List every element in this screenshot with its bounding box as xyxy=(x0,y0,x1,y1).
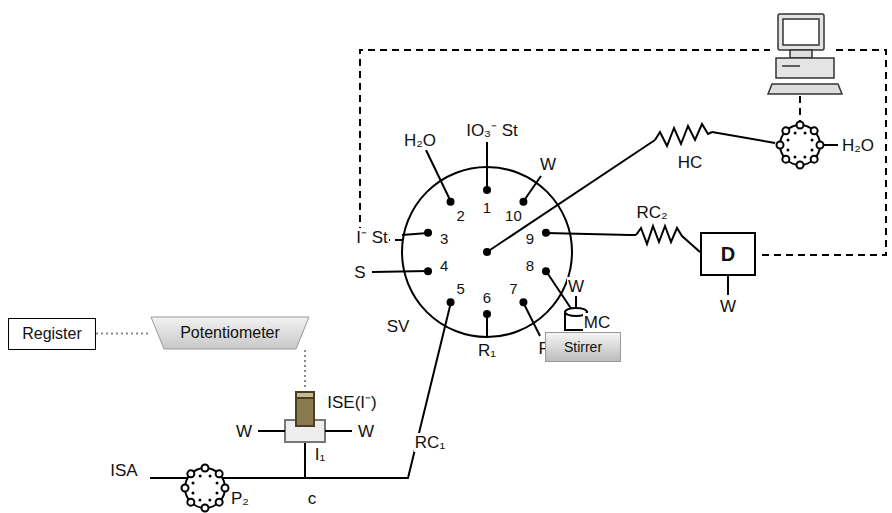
pump-roller xyxy=(187,499,194,506)
port-number: 6 xyxy=(482,288,492,307)
pump-dot xyxy=(198,498,201,501)
port-dot xyxy=(542,267,550,275)
pump-dot xyxy=(811,139,814,142)
stirrer-base: Stirrer xyxy=(545,332,621,362)
pump-symbol xyxy=(185,468,225,508)
pump-roller xyxy=(797,162,804,169)
potentiometer-box: Potentiometer xyxy=(150,316,310,350)
port-dot xyxy=(519,298,527,306)
node-text: Stirrer xyxy=(564,339,602,355)
part-label: MC xyxy=(583,313,611,332)
port-number: 4 xyxy=(439,256,449,275)
pump-dot xyxy=(199,474,202,477)
pump-roller xyxy=(777,142,784,149)
port-dot xyxy=(424,267,432,275)
part-label: S xyxy=(353,263,366,282)
part-label: W xyxy=(357,422,375,441)
part-label: HC xyxy=(677,153,704,172)
pump-dot xyxy=(208,499,211,502)
part-label: P₂ xyxy=(230,489,250,508)
pump-dot xyxy=(787,138,790,141)
pump-symbol xyxy=(780,125,820,165)
part-label: SV xyxy=(386,317,411,336)
pump-roller xyxy=(222,485,229,492)
pump-roller xyxy=(811,156,818,163)
port-dot xyxy=(483,310,491,318)
port-number: 7 xyxy=(508,279,518,298)
part-label: ISA xyxy=(109,461,138,480)
trapezoid-shape xyxy=(151,317,309,349)
part-label: ISE(I⁻) xyxy=(326,393,377,412)
part-label: H₂O xyxy=(841,136,875,155)
node-text: Potentiometer xyxy=(180,324,280,342)
port-dot xyxy=(447,198,455,206)
register-box: Register xyxy=(8,318,96,350)
port-dot xyxy=(424,229,432,237)
port-dot xyxy=(447,298,455,306)
pump-dot xyxy=(209,475,212,478)
pump-roller xyxy=(187,470,194,477)
part-label: I⁻ St xyxy=(355,228,389,247)
pump-roller xyxy=(182,485,189,492)
pump-dot xyxy=(192,481,195,484)
pump-roller xyxy=(782,156,789,163)
part-label: W xyxy=(539,155,557,174)
pump-roller xyxy=(216,470,223,477)
port-number: 3 xyxy=(439,229,449,248)
node-text: D xyxy=(721,243,735,266)
port-dot xyxy=(519,198,527,206)
pump-roller xyxy=(817,142,824,149)
part-label: c xyxy=(307,489,318,508)
connector-line xyxy=(96,333,150,335)
pump-dot xyxy=(216,482,219,485)
pump-dot xyxy=(215,492,218,495)
pump-dot xyxy=(786,148,789,151)
pump-dot xyxy=(810,149,813,152)
pump-roller xyxy=(202,465,209,472)
part-label: RC₁ xyxy=(414,433,446,452)
part-label: H₂O xyxy=(403,131,437,150)
pump-roller xyxy=(216,499,223,506)
part-label: W xyxy=(719,297,737,316)
port-number: 8 xyxy=(525,256,535,275)
part-label: W xyxy=(235,422,253,441)
pump-dot xyxy=(804,132,807,135)
part-label: RC₂ xyxy=(635,203,668,222)
port-dot xyxy=(542,229,550,237)
pump-roller xyxy=(797,122,804,129)
part-label: W xyxy=(567,277,585,296)
port-number: 2 xyxy=(455,206,465,225)
pump-roller xyxy=(202,505,209,512)
pump-roller xyxy=(811,127,818,134)
pump-dot xyxy=(803,156,806,159)
part-label: R₁ xyxy=(477,341,497,360)
part-label: I₁ xyxy=(314,445,326,464)
port-number: 5 xyxy=(455,279,465,298)
port-number: 10 xyxy=(504,206,523,225)
port-dot xyxy=(483,186,491,194)
pump-roller xyxy=(782,127,789,134)
node-text: Register xyxy=(22,325,82,343)
pump-dot xyxy=(191,491,194,494)
pump-dot xyxy=(794,131,797,134)
pump-dot xyxy=(793,155,796,158)
part-label: IO₃⁻ St xyxy=(465,121,519,140)
signal-connector xyxy=(96,333,150,334)
port-number: 1 xyxy=(482,198,492,217)
port-number: 9 xyxy=(525,229,535,248)
detector-box: D xyxy=(700,232,756,276)
